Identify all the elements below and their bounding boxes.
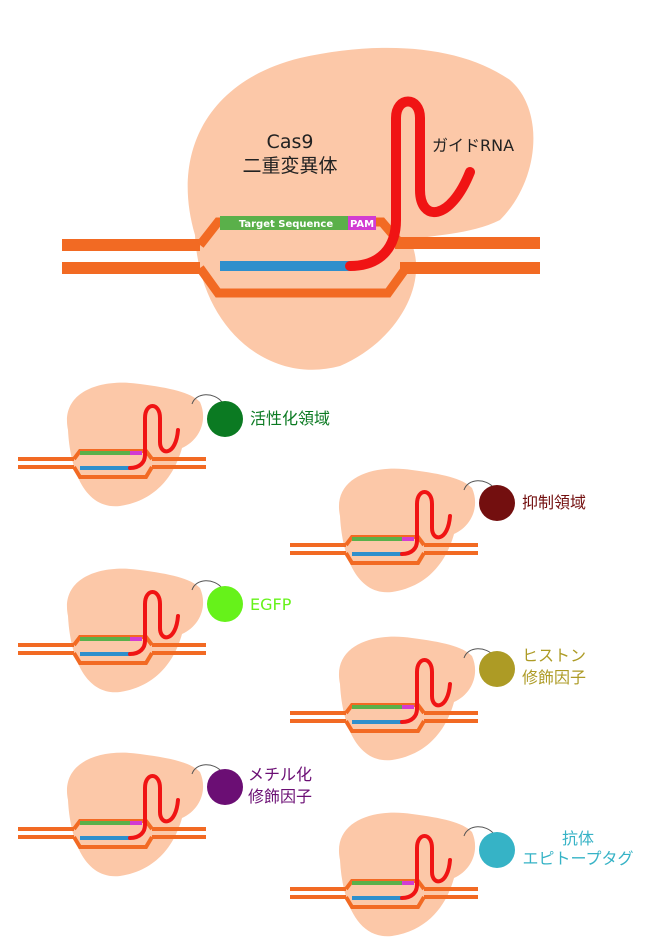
linker [191,580,223,591]
cas9-protein-blob [187,47,534,370]
fusion-domain-dot [479,485,515,521]
guide-rna [345,96,475,271]
main-complex: Target Sequence PAM Cas9 二重変異体 ガイドRNA [62,47,540,370]
mini-complex [288,810,480,939]
variant-label: EGFP [250,595,292,614]
mini-complex [16,380,208,509]
fusion-domain-dot [207,769,243,805]
dna-bubble-bottom [196,265,410,298]
pam-label: PAM [350,219,374,230]
cas9-label: Cas9 [267,131,314,153]
variant-label-line1: ヒストン [522,646,586,665]
variant-activation: 活性化領域 [16,380,330,509]
complement-strand-bar [220,261,350,271]
guide-rna-label: ガイドRNA [432,136,514,155]
target-sequence-label: Target Sequence [239,219,334,230]
variant-label-line1: メチル化 [248,765,312,784]
variant-methylation: メチル化 修飾因子 [16,750,312,879]
variant-label: 活性化領域 [250,409,330,428]
variant-histone: ヒストン 修飾因子 [288,634,586,763]
linker [463,826,495,837]
linker [191,394,223,405]
target-sequence-bar [220,216,348,230]
fusion-domain-dot [479,832,515,868]
fusion-domain-dot [479,651,515,687]
fusion-domain-dot [207,586,243,622]
variant-label-line2: 修飾因子 [248,787,312,806]
variant-label-line1: 抗体 [562,829,594,848]
cas9-sublabel: 二重変異体 [242,155,337,177]
variant-repression: 抑制領域 [288,466,586,595]
variant-label: 抑制領域 [522,493,586,512]
variant-label-line2: 修飾因子 [522,668,586,687]
mini-complex [288,466,480,595]
mini-complex [16,750,208,879]
variant-epitope-tag: 抗体 エピトープタグ [288,810,634,939]
pam-bar [348,216,376,230]
mini-complex [16,566,208,695]
mini-complex [288,634,480,763]
variant-egfp: EGFP [16,566,292,695]
fusion-domain-dot [207,401,243,437]
variant-label-line2: エピトープタグ [522,849,633,868]
